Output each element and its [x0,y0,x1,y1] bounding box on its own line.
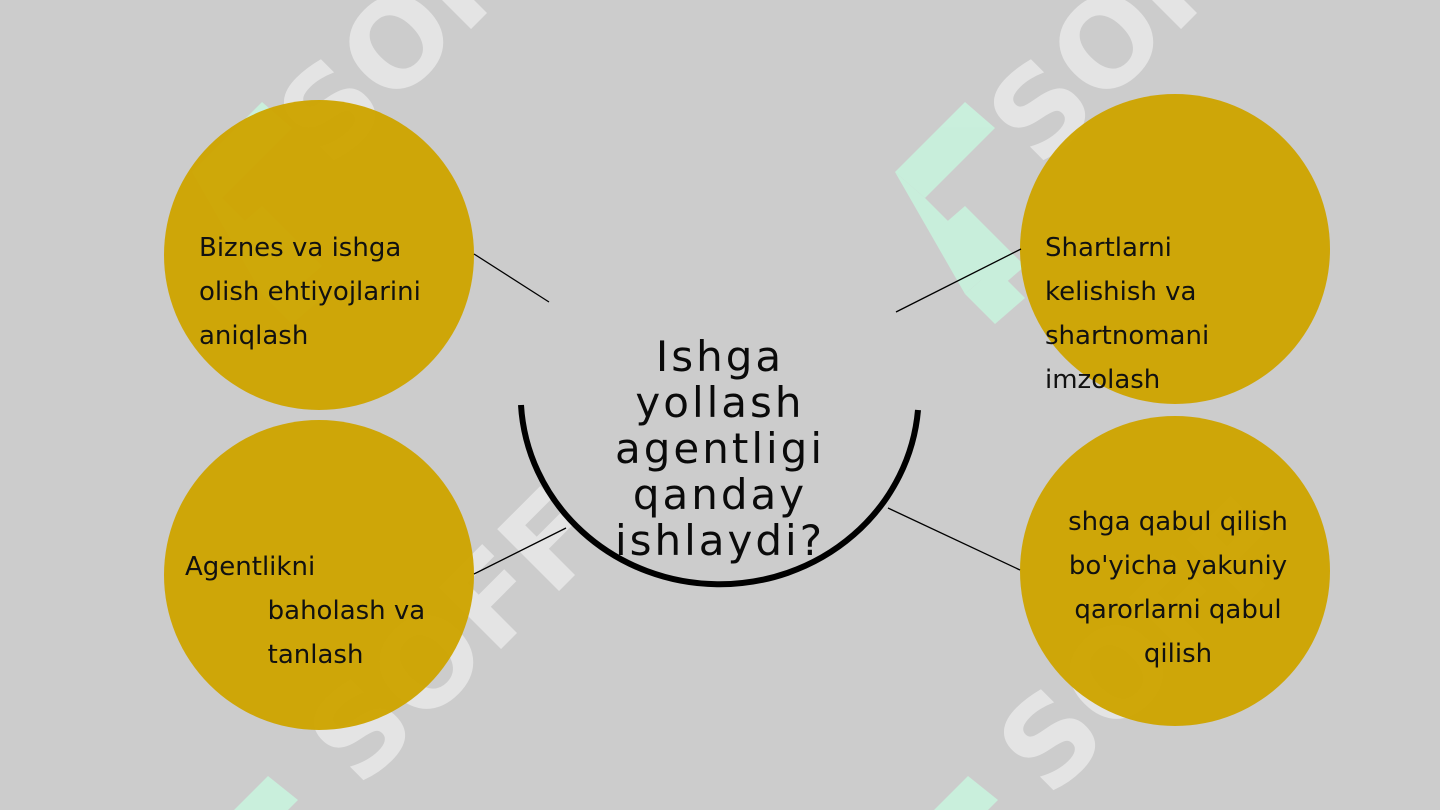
step-circle-4 [1020,416,1330,726]
step-label-3: Shartlarni kelishish va shartnomani imzo… [1045,233,1210,395]
connector-line-2 [473,527,567,575]
connector-line-3 [895,248,1022,313]
step-label-2: Agentlikni baholash va tanlash [185,552,426,670]
connector-line-4 [887,507,1021,571]
step-label-1: Biznes va ishga olish ehtiyojlarini aniq… [199,233,421,351]
center-arc [518,404,921,588]
step-circle-3 [1020,94,1330,404]
step-label-4: shga qabul qilish bo'yicha yakuniy qaror… [1068,507,1288,669]
diagram-title: Ishga yollash agentligi qanday ishlaydi? [614,332,826,565]
step-circle-2 [164,420,474,730]
connector-line-1 [473,253,550,303]
step-circle-1 [164,100,474,410]
